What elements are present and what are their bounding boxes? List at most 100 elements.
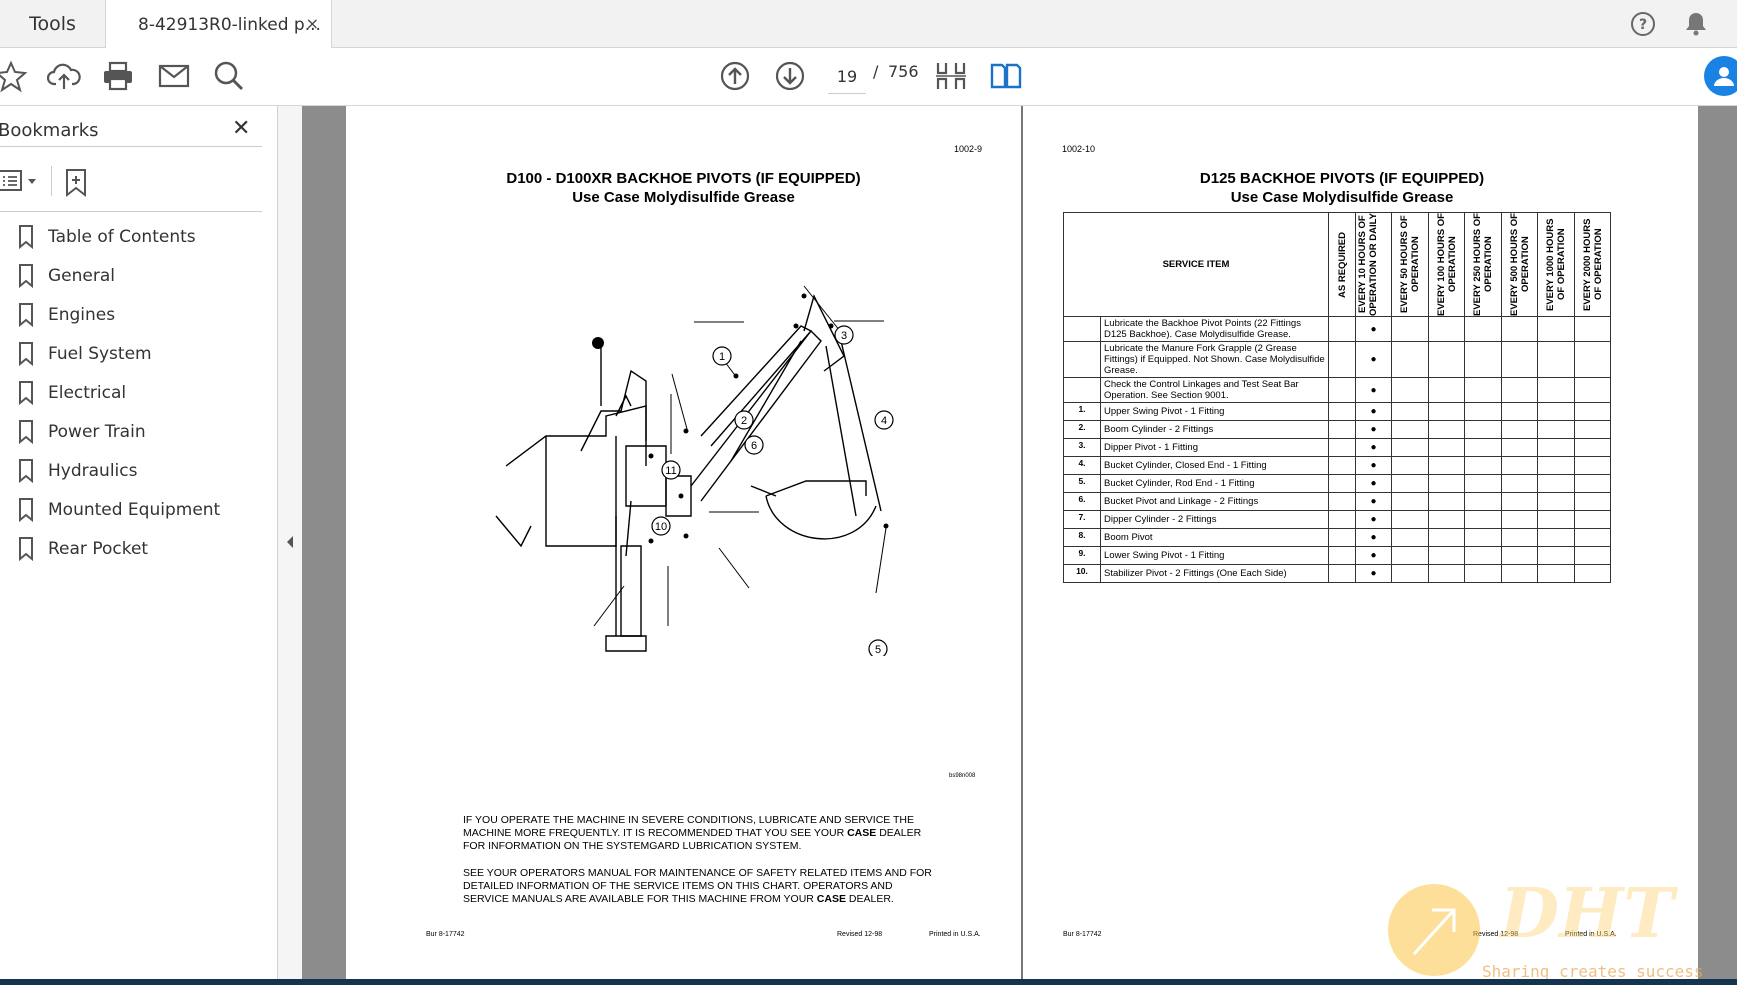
bookmark-electrical[interactable]: Electrical xyxy=(18,378,126,408)
bookmark-icon xyxy=(19,225,33,249)
fit-page-icon[interactable] xyxy=(934,59,968,93)
bookmark-mounted-equipment[interactable]: Mounted Equipment xyxy=(18,495,220,525)
row-number xyxy=(1063,377,1101,403)
page-number: 1002-9 xyxy=(954,144,983,154)
bookmark-label: Power Train xyxy=(48,422,146,442)
divider xyxy=(51,166,52,196)
close-panel-icon[interactable]: ✕ xyxy=(232,116,251,141)
empty-cell xyxy=(1464,528,1502,547)
empty-cell xyxy=(1501,528,1538,547)
cloud-upload-icon[interactable] xyxy=(47,59,81,93)
options-menu-icon[interactable] xyxy=(0,169,42,193)
arrow-icon xyxy=(1412,908,1456,956)
watermark-logo-text: DHT xyxy=(1500,874,1674,954)
star-bookmark-icon[interactable] xyxy=(0,59,28,93)
service-item: Bucket Pivot and Linkage - 2 Fittings xyxy=(1100,492,1329,511)
page-number-input[interactable] xyxy=(828,60,866,94)
empty-cell xyxy=(1428,564,1465,583)
page-title: D125 BACKHOE PIVOTS (IF EQUIPPED) xyxy=(1199,170,1485,187)
tab-document[interactable]: 8-42913R0-linked p... × xyxy=(106,0,332,49)
column-header: EVERY 250 HOURS OF OPERATION xyxy=(1472,213,1494,316)
interval-mark: ● xyxy=(1355,420,1392,439)
share-user-button[interactable] xyxy=(1704,56,1737,96)
empty-cell xyxy=(1328,456,1356,475)
empty-cell xyxy=(1574,456,1611,475)
empty-cell xyxy=(1428,528,1465,547)
interval-mark: ● xyxy=(1355,564,1392,583)
document-viewer[interactable]: 1002-9 D100 - D100XR BACKHOE PIVOTS (IF … xyxy=(302,106,1737,979)
bookmark-fuel-system[interactable]: Fuel System xyxy=(18,339,152,369)
two-page-view-icon[interactable] xyxy=(989,59,1023,93)
empty-cell xyxy=(1537,510,1575,529)
row-number: 10. xyxy=(1063,564,1101,583)
previous-page-icon[interactable] xyxy=(718,59,752,93)
footer-revised: Revised 12-98 xyxy=(1473,931,1519,938)
tab-tools[interactable]: Tools xyxy=(0,0,106,48)
column-header: AS REQUIRED xyxy=(1336,231,1348,298)
bookmark-hydraulics[interactable]: Hydraulics xyxy=(18,456,137,486)
svg-text:?: ? xyxy=(1639,17,1647,33)
empty-cell xyxy=(1574,420,1611,439)
bookmark-engines[interactable]: Engines xyxy=(18,300,115,330)
panel-collapse-handle[interactable] xyxy=(278,106,302,979)
callout-6: 6 xyxy=(751,440,757,452)
bookmark-add-icon[interactable] xyxy=(64,168,92,198)
backhoe-linework xyxy=(495,294,882,652)
empty-cell xyxy=(1428,420,1465,439)
interval-mark: ● xyxy=(1355,510,1392,529)
row-number xyxy=(1063,341,1101,378)
bookmark-label: Electrical xyxy=(48,383,127,403)
bookmark-icon xyxy=(19,420,33,444)
empty-cell xyxy=(1574,377,1611,403)
row-number xyxy=(1063,316,1101,342)
callout-4: 4 xyxy=(881,415,887,427)
operators-manual-note: SEE YOUR OPERATORS MANUAL FOR MAINTENANC… xyxy=(463,867,932,906)
table-row: 3.Dipper Pivot - 1 Fitting● xyxy=(1063,438,1611,457)
empty-cell xyxy=(1328,341,1356,378)
note-line: SERVICE MANUALS ARE AVAILABLE FOR THIS M… xyxy=(463,893,932,906)
bookmark-general[interactable]: General xyxy=(18,261,115,291)
footer-printed: Printed in U.S.A. xyxy=(1565,931,1617,938)
bookmark-label: Mounted Equipment xyxy=(48,500,221,520)
help-icon[interactable]: ? xyxy=(1630,11,1656,37)
tab-close-icon[interactable]: × xyxy=(305,14,319,33)
page-subtitle: Use Case Molydisulfide Grease xyxy=(572,189,795,206)
empty-cell xyxy=(1574,341,1611,378)
bookmark-icon xyxy=(19,459,33,483)
print-icon[interactable] xyxy=(101,59,135,93)
user-icon xyxy=(1714,67,1734,86)
table-row: 4.Bucket Cylinder, Closed End - 1 Fittin… xyxy=(1063,456,1611,475)
severe-conditions-note: IF YOU OPERATE THE MACHINE IN SEVERE CON… xyxy=(463,814,921,853)
search-zoom-icon[interactable] xyxy=(212,59,246,93)
empty-cell xyxy=(1428,456,1465,475)
service-item: Bucket Cylinder, Closed End - 1 Fitting xyxy=(1100,456,1329,475)
empty-cell xyxy=(1537,564,1575,583)
empty-cell xyxy=(1428,546,1465,565)
column-header: EVERY 100 HOURS OF OPERATION xyxy=(1435,213,1458,316)
notification-bell-icon[interactable] xyxy=(1684,11,1708,37)
callout-11: 11 xyxy=(665,465,676,477)
pdf-page-left: 1002-9 D100 - D100XR BACKHOE PIVOTS (IF … xyxy=(346,106,1021,979)
callout-numbers: 1 2 3 4 5 6 7 8 9 10 11 xyxy=(655,330,887,656)
empty-cell xyxy=(1391,528,1429,547)
callout-3: 3 xyxy=(841,330,847,342)
bookmark-power-train[interactable]: Power Train xyxy=(18,417,146,447)
bookmark-table-of-contents[interactable]: Table of Contents xyxy=(18,222,196,252)
note-line: SEE YOUR OPERATORS MANUAL FOR MAINTENANC… xyxy=(463,867,932,879)
email-icon[interactable] xyxy=(157,59,191,93)
note-text: MACHINE MORE FREQUENTLY. IT IS RECOMMEND… xyxy=(463,827,848,839)
collapse-arrow-icon xyxy=(287,536,293,548)
empty-cell xyxy=(1501,546,1538,565)
row-number: 3. xyxy=(1063,438,1101,457)
bookmark-rear-pocket[interactable]: Rear Pocket xyxy=(18,534,148,564)
column-header: EVERY 2000 HOURS OF OPERATION xyxy=(1581,218,1604,311)
empty-cell xyxy=(1537,341,1575,378)
service-item: Boom Pivot xyxy=(1100,528,1329,547)
service-table-body: Lubricate the Backhoe Pivot Points (22 F… xyxy=(1063,316,1611,583)
next-page-icon[interactable] xyxy=(773,59,807,93)
toolbar: / 756 xyxy=(0,48,1737,106)
empty-cell xyxy=(1428,438,1465,457)
interval-mark: ● xyxy=(1355,474,1392,493)
callout-bubbles xyxy=(651,325,894,656)
callout-leaders xyxy=(593,285,887,627)
